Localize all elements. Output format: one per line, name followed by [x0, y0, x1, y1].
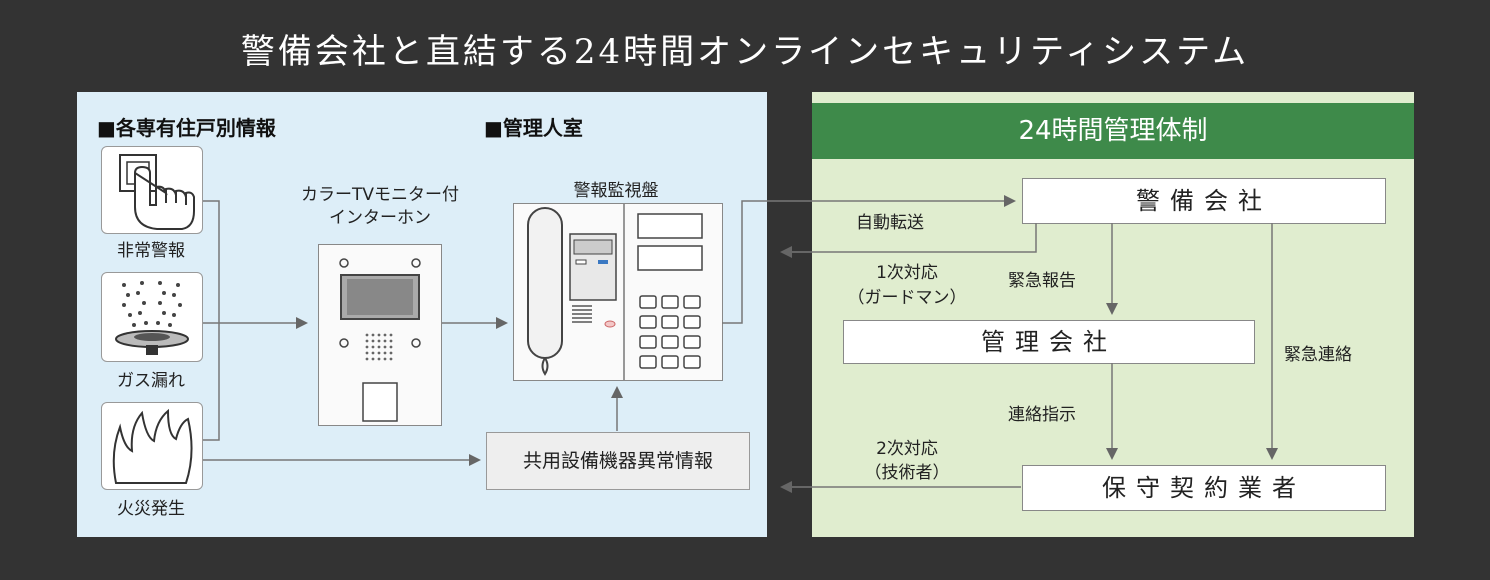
common-equipment-box: 共用設備機器異常情報 — [486, 432, 750, 490]
fire-icon — [101, 402, 203, 490]
intercom-label-line2: インターホン — [329, 208, 431, 228]
emergency-contact-label: 緊急連絡 — [1284, 345, 1352, 365]
intercom-monitor-icon — [318, 244, 442, 426]
security-company-box: 警備会社 — [1022, 178, 1386, 224]
second-response-label-line1: 2次対応 — [876, 439, 938, 459]
alarm-button-icon — [101, 146, 203, 234]
maintenance-contractor-box: 保守契約業者 — [1022, 465, 1386, 511]
auto-transfer-label: 自動転送 — [856, 213, 924, 233]
office-heading: ■管理人室 — [484, 116, 583, 140]
gas-leak-icon — [101, 272, 203, 362]
management-header: 24時間管理体制 — [812, 103, 1414, 159]
monitor-panel-label: 警報監視盤 — [573, 181, 659, 201]
units-heading: ■各専有住戸別情報 — [97, 116, 276, 140]
alarm-monitor-panel-icon — [513, 203, 723, 381]
alarm-label: 非常警報 — [117, 241, 185, 261]
page-title: 警備会社と直結する24時間オンラインセキュリティシステム — [240, 32, 1250, 72]
first-response-label-line1: 1次対応 — [876, 263, 938, 283]
gas-leak-label: ガス漏れ — [117, 371, 185, 391]
intercom-label-line1: カラーTVモニター付 — [300, 185, 459, 205]
first-response-label-line2: （ガードマン） — [847, 288, 967, 308]
emergency-report-label: 緊急報告 — [1008, 271, 1076, 291]
second-response-label-line2: （技術者） — [864, 463, 950, 483]
fire-label: 火災発生 — [117, 499, 185, 519]
contact-instruction-label: 連絡指示 — [1008, 405, 1076, 425]
management-company-box: 管理会社 — [843, 320, 1255, 364]
